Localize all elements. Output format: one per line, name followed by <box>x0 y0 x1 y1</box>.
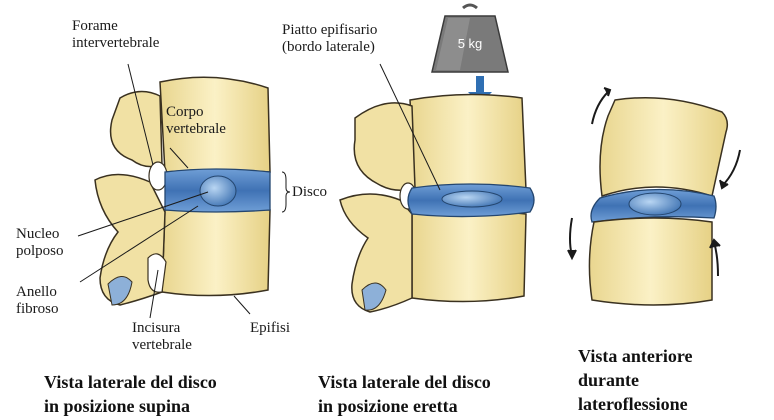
caption-latero-line3: lateroflessione <box>578 392 692 416</box>
label-forame-line2: intervertebrale <box>72 35 159 52</box>
label-corpo-line1: Corpo <box>166 104 226 121</box>
weight-label: 5 kg <box>458 36 483 51</box>
caption-latero-line2: durante <box>578 368 692 392</box>
label-piatto: Piatto epifisario (bordo laterale) <box>282 22 377 56</box>
vertebra-eretta <box>340 94 534 312</box>
caption-supina-line1: Vista laterale del disco <box>44 370 217 394</box>
caption-eretta-line1: Vista laterale del disco <box>318 370 491 394</box>
vertebra-lateroflessione <box>589 98 727 305</box>
caption-supina-line2: in posizione supina <box>44 394 217 418</box>
caption-supina: Vista laterale del disco in posizione su… <box>44 370 217 418</box>
label-corpo-line2: vertebrale <box>166 121 226 138</box>
label-nucleo: Nucleo polposo <box>16 226 64 260</box>
label-anello-line2: fibroso <box>16 301 59 318</box>
label-forame: Forame intervertebrale <box>72 18 159 52</box>
label-piatto-line1: Piatto epifisario <box>282 22 377 39</box>
label-piatto-line2: (bordo laterale) <box>282 39 377 56</box>
caption-eretta: Vista laterale del disco in posizione er… <box>318 370 491 418</box>
label-nucleo-line2: polposo <box>16 243 64 260</box>
caption-latero-line1: Vista anteriore <box>578 344 692 368</box>
label-anello-line1: Anello <box>16 284 59 301</box>
label-corpo: Corpo vertebrale <box>166 104 226 138</box>
label-nucleo-line1: Nucleo <box>16 226 64 243</box>
label-disco: Disco <box>292 184 327 201</box>
caption-lateroflessione: Vista anteriore durante lateroflessione <box>578 344 692 416</box>
label-incisura: Incisura vertebrale <box>132 320 192 354</box>
label-incisura-line2: vertebrale <box>132 337 192 354</box>
label-forame-line1: Forame <box>72 18 159 35</box>
weight <box>432 5 508 104</box>
caption-eretta-line2: in posizione eretta <box>318 394 491 418</box>
label-incisura-line1: Incisura <box>132 320 192 337</box>
label-epifisi: Epifisi <box>250 320 290 337</box>
label-anello: Anello fibroso <box>16 284 59 318</box>
